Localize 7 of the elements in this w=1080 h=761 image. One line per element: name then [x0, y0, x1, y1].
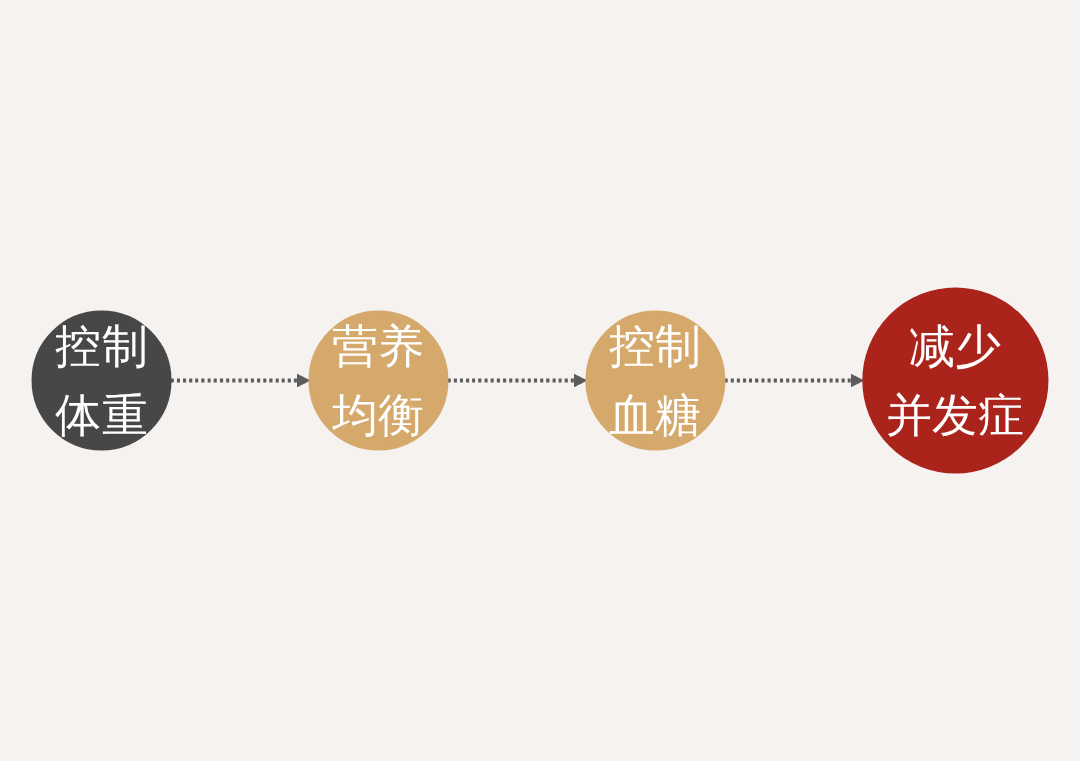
dashed-arrow: [447, 373, 587, 388]
step-circle: 营养均衡: [308, 310, 449, 451]
dashed-arrow: [170, 373, 310, 388]
step-circle: 控制体重: [31, 310, 172, 451]
step-circle: 减少并发症: [862, 287, 1049, 474]
dashed-arrow: [724, 373, 864, 388]
step-circle: 控制血糖: [585, 310, 726, 451]
